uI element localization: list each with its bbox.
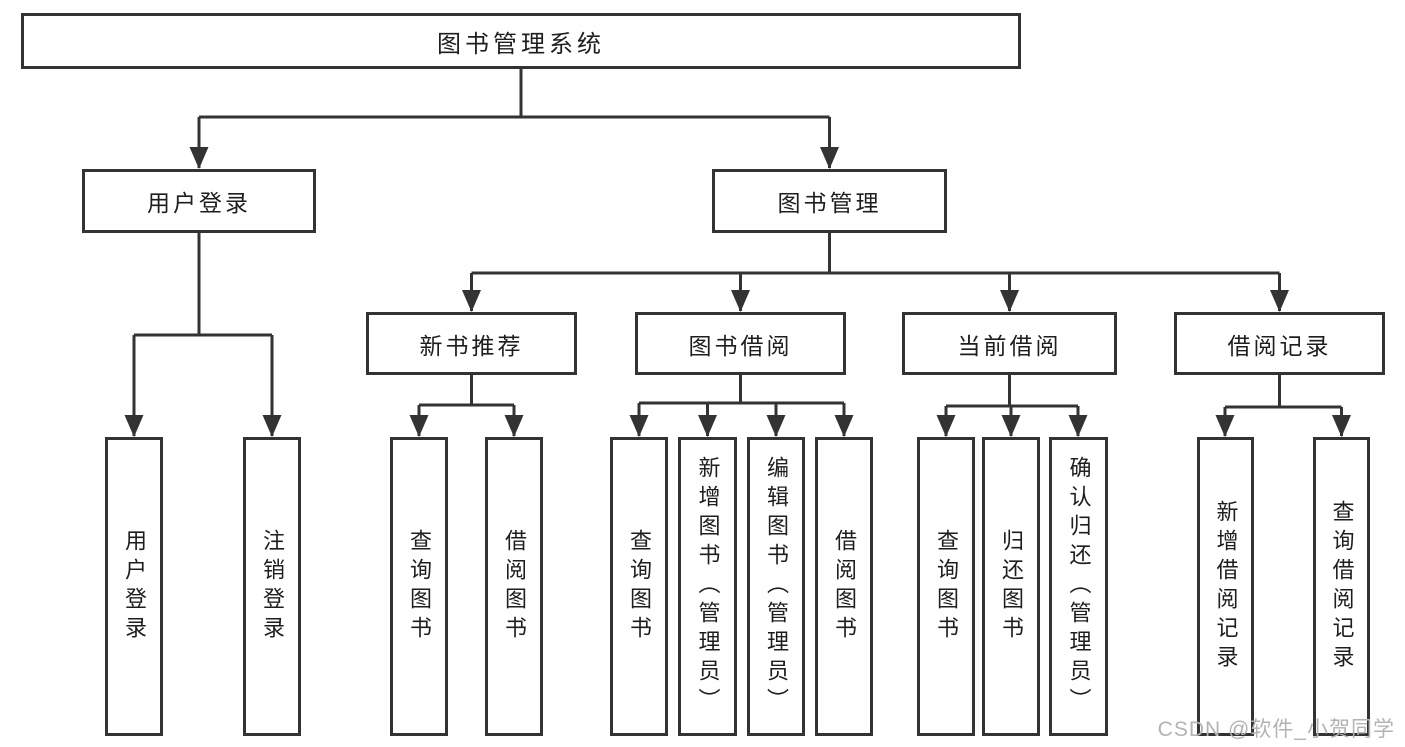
leaf-edit-book-admin: 编辑图书（管理员） — [747, 437, 805, 736]
leaf-query-books-current: 查询图书 — [917, 437, 975, 736]
leaf-add-borrow-record: 新增借阅记录 — [1197, 437, 1254, 736]
leaf-user-login: 用户登录 — [105, 437, 163, 736]
node-borrowing-records: 借阅记录 — [1174, 312, 1385, 375]
leaf-query-borrow-record: 查询借阅记录 — [1313, 437, 1370, 736]
leaf-confirm-return-admin: 确认归还（管理员） — [1049, 437, 1108, 736]
node-book-borrowing: 图书借阅 — [635, 312, 846, 375]
node-book-management: 图书管理 — [712, 169, 947, 233]
leaf-borrow-books-recommend: 借阅图书 — [485, 437, 543, 736]
csdn-watermark: CSDN @软件_小贺同学 — [1157, 718, 1395, 741]
node-current-borrowing: 当前借阅 — [902, 312, 1117, 375]
leaf-query-books-borrowing: 查询图书 — [610, 437, 668, 736]
node-library-management-system: 图书管理系统 — [21, 13, 1021, 69]
node-user-login: 用户登录 — [82, 169, 316, 233]
leaf-add-book-admin: 新增图书（管理员） — [678, 437, 737, 736]
leaf-return-book: 归还图书 — [982, 437, 1040, 736]
node-new-book-recommend: 新书推荐 — [366, 312, 577, 375]
leaf-borrow-books-borrowing: 借阅图书 — [815, 437, 873, 736]
leaf-query-books-recommend: 查询图书 — [390, 437, 448, 736]
leaf-logout: 注销登录 — [243, 437, 301, 736]
